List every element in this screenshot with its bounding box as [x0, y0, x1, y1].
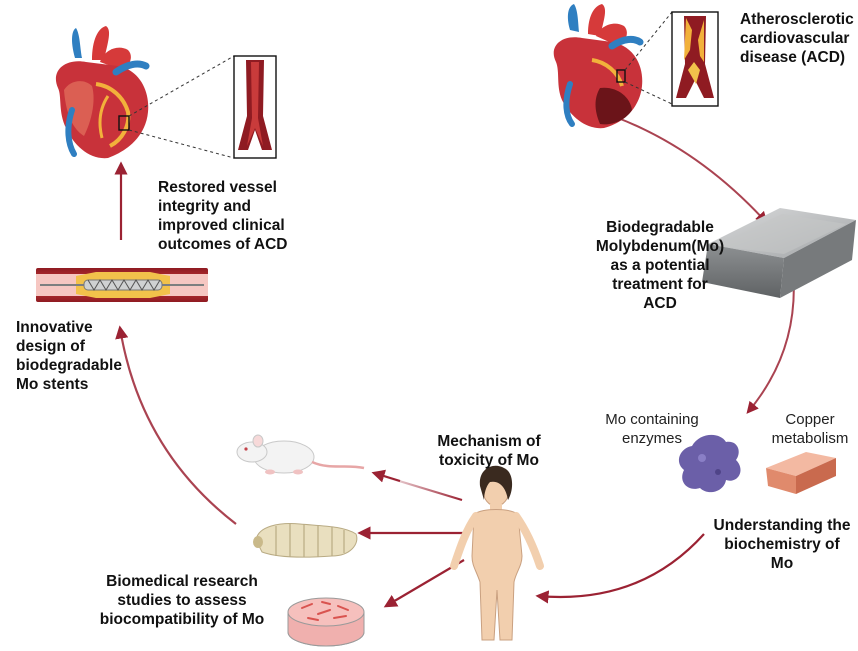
arrow-research-to-stent-design: [115, 325, 237, 525]
plaque-vessel-inset-icon: [671, 11, 719, 107]
petri-dish-icon: [287, 597, 365, 647]
zoom-line-acd-top: [624, 11, 673, 71]
label-acd: Atherosclerotic cardiovascular disease (…: [740, 11, 854, 66]
arrow-human-to-rat-head: [371, 469, 401, 483]
ingot-icon: [702, 208, 856, 298]
rat-icon: [236, 434, 365, 475]
copper-bar-icon: [766, 452, 836, 494]
larva-icon: [253, 523, 358, 558]
label-copper-metabolism: Copper metabolism: [771, 411, 849, 447]
label-mo-treatment: Biodegradable Molybdenum(Mo) as a potent…: [595, 219, 725, 312]
arrow-biochemistry-to-human: [535, 533, 705, 604]
label-mo-enzymes: Mo containing enzymes: [605, 411, 699, 447]
zoom-line-top: [128, 55, 235, 117]
label-restored-outcomes: Restored vessel integrity and improved c…: [158, 179, 288, 253]
human-figure-icon: [450, 465, 544, 641]
zoom-line-acd-bottom: [624, 81, 673, 105]
label-biomedical-research: Biomedical research studies to assess bi…: [99, 573, 265, 628]
label-stent-design: Innovative design of biodegradable Mo st…: [16, 319, 122, 393]
stent-icon: [36, 268, 208, 302]
zoom-line-bottom: [128, 129, 235, 159]
heart-icon: [55, 26, 150, 159]
enzyme-icon: [678, 434, 741, 493]
label-biochemistry: Understanding the biochemistry of Mo: [713, 517, 851, 572]
label-mechanism-toxicity: Mechanism of toxicity of Mo: [437, 433, 541, 469]
vessel-inset-icon: [233, 55, 277, 159]
arrow-acd-to-ingot: [617, 117, 768, 224]
diseased-heart-icon: [553, 4, 644, 129]
